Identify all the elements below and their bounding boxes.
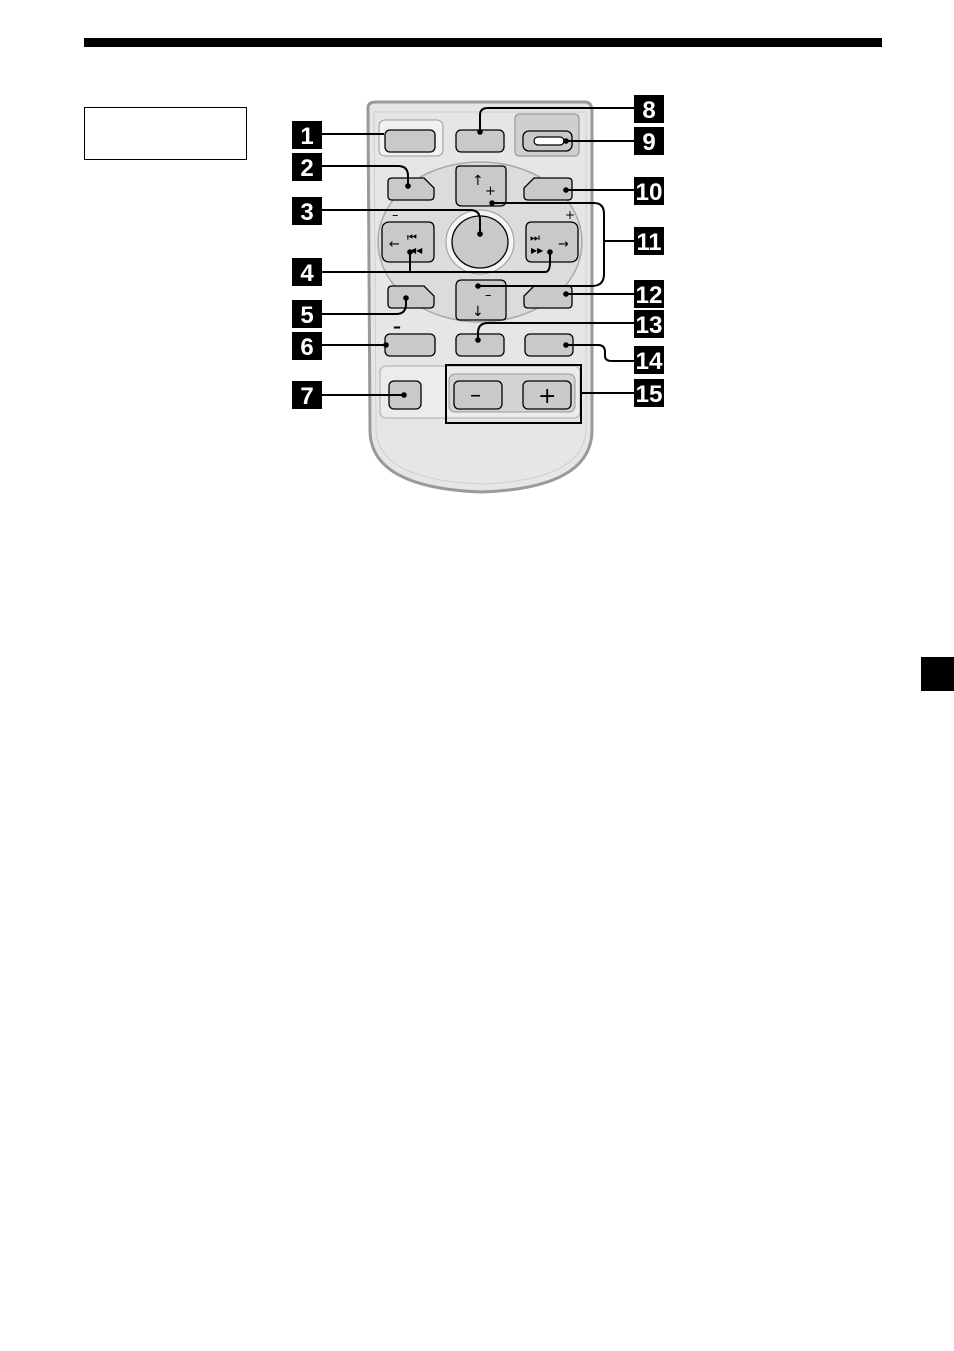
volume-minus-label: – xyxy=(470,383,481,408)
svg-text:5: 5 xyxy=(300,302,313,329)
callout-9: 9 xyxy=(634,127,664,156)
volume-minus-button[interactable]: – xyxy=(454,381,502,409)
svg-text:4: 4 xyxy=(300,260,314,287)
volume-plus-label: + xyxy=(538,384,556,409)
svg-text:12: 12 xyxy=(636,282,663,309)
svg-text:9: 9 xyxy=(642,129,655,156)
callout-14: 14 xyxy=(634,346,664,375)
fast-forward-icon: ▶▶ xyxy=(531,246,544,255)
callout-7: 7 xyxy=(292,381,322,410)
up-plus-sign: + xyxy=(485,184,496,199)
callout-10: 10 xyxy=(634,177,664,206)
arrow-left-icon: ← xyxy=(389,237,400,252)
volume-plus-button[interactable]: + xyxy=(523,381,571,409)
svg-text:13: 13 xyxy=(636,312,663,339)
svg-text:2: 2 xyxy=(300,155,313,182)
pad-right-sign: + xyxy=(565,208,575,222)
button-6-mark: – xyxy=(393,317,401,336)
callout-4: 4 xyxy=(292,258,322,287)
svg-text:14: 14 xyxy=(636,348,664,375)
callout-11: 11 xyxy=(634,227,664,256)
svg-text:3: 3 xyxy=(300,199,313,226)
next-button[interactable]: ⏭ ▶▶ → xyxy=(526,222,578,262)
button-5[interactable] xyxy=(388,286,434,308)
svg-text:15: 15 xyxy=(636,381,663,408)
down-arrow-icon: ↓ xyxy=(472,304,484,320)
callout-2: 2 xyxy=(292,153,322,182)
prev-track-icon: ⏮ xyxy=(407,231,417,244)
up-arrow-icon: ↑ xyxy=(472,173,484,189)
next-track-icon: ⏭ xyxy=(530,231,540,244)
svg-text:6: 6 xyxy=(300,334,313,361)
callout-13: 13 xyxy=(634,310,664,339)
button-6[interactable] xyxy=(385,334,435,356)
button-13[interactable] xyxy=(456,334,504,356)
button-12[interactable] xyxy=(524,286,572,308)
callout-1: 1 xyxy=(292,121,322,150)
svg-text:8: 8 xyxy=(642,97,655,124)
svg-text:7: 7 xyxy=(300,383,313,410)
callout-12: 12 xyxy=(634,280,664,309)
callout-3: 3 xyxy=(292,197,322,226)
svg-text:11: 11 xyxy=(637,229,662,256)
button-2[interactable] xyxy=(388,178,434,200)
up-button[interactable]: ↑ + xyxy=(456,166,506,206)
prev-button[interactable]: ← ⏮ ◀◀ xyxy=(382,222,434,262)
svg-text:10: 10 xyxy=(636,179,663,206)
button-1[interactable] xyxy=(385,130,435,152)
callout-15: 15 xyxy=(634,379,664,408)
down-minus-sign: – xyxy=(485,288,492,303)
callout-5: 5 xyxy=(292,300,322,329)
svg-text:1: 1 xyxy=(300,123,313,150)
callout-8: 8 xyxy=(634,95,664,124)
arrow-right-icon: → xyxy=(558,237,569,252)
callout-6: 6 xyxy=(292,332,322,361)
